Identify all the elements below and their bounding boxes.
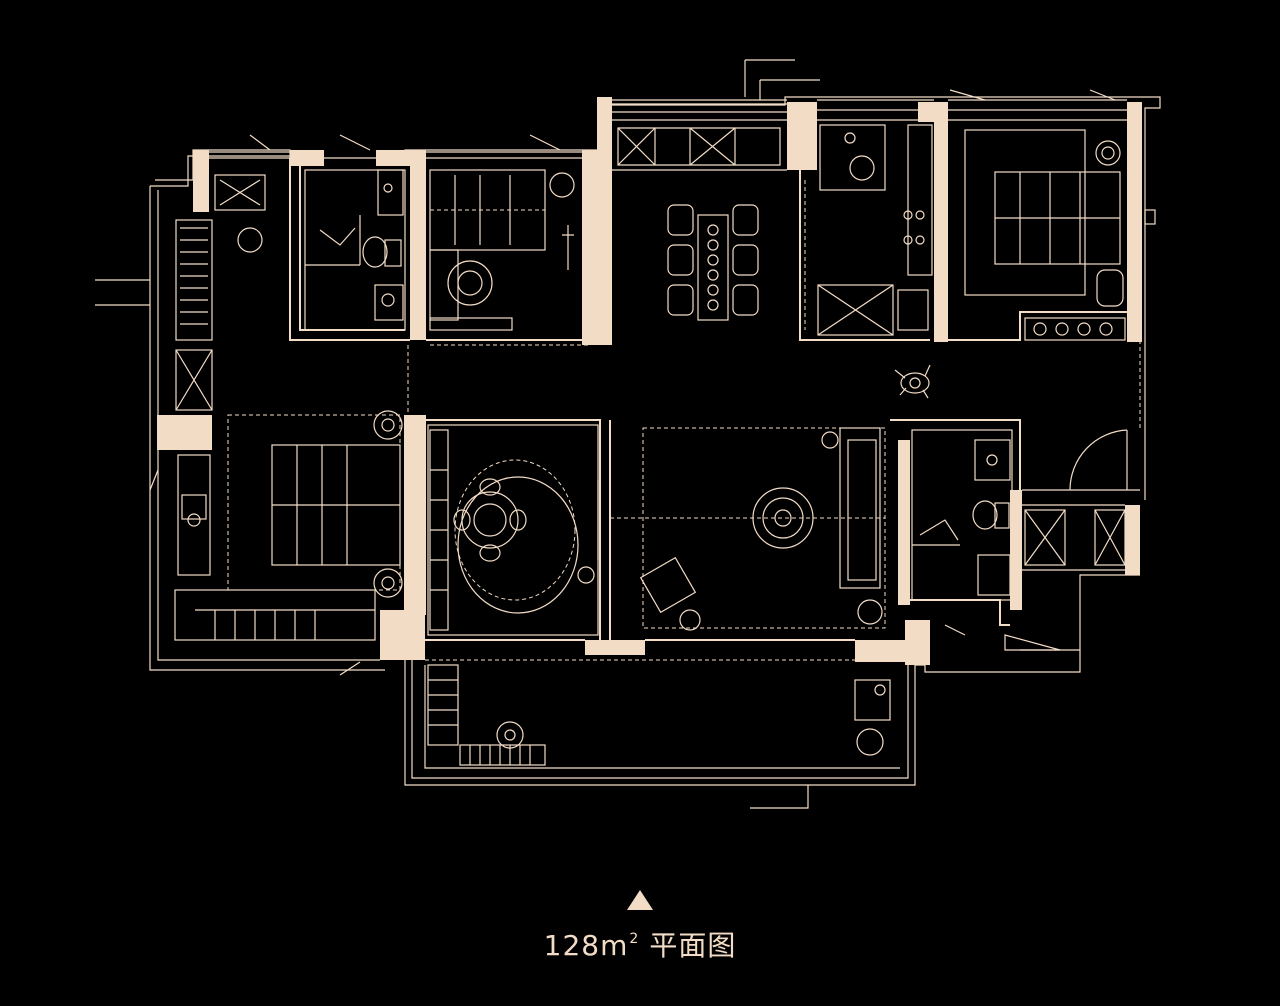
study-room	[429, 169, 575, 331]
dining-table	[617, 127, 781, 321]
bedroom-bottom-left	[174, 410, 403, 641]
wardrobe-left	[175, 174, 266, 411]
area-superscript: 2	[629, 931, 640, 947]
dashed-guides	[407, 340, 1141, 430]
person-figure	[894, 364, 931, 399]
windows	[209, 99, 1127, 159]
balcony	[425, 659, 900, 766]
kitchen	[804, 124, 933, 336]
plan-caption: 128m2 平面图	[0, 890, 1280, 964]
leader-lines	[95, 59, 1116, 809]
master-bedroom	[964, 129, 1156, 341]
interior-partitions	[289, 119, 1140, 641]
bathroom-top-left	[304, 169, 406, 331]
outer-boundary	[149, 96, 1161, 786]
tea-room	[427, 424, 599, 636]
plan-title: 平面图	[649, 929, 737, 962]
triangle-up-icon	[627, 890, 653, 910]
bathroom-right	[911, 429, 1128, 651]
structural-walls	[157, 97, 1142, 665]
living-room	[610, 427, 886, 631]
area-value: 128m	[543, 929, 629, 962]
